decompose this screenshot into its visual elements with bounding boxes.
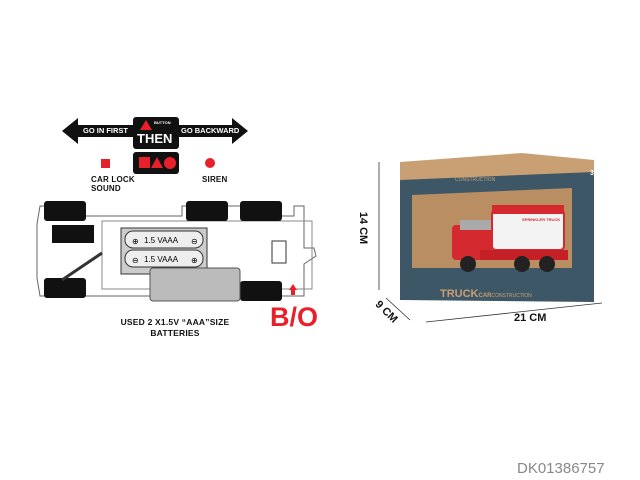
brand-car-text: CAR [478, 293, 492, 299]
square-button-icon [139, 157, 150, 168]
age-label: 3+ [590, 170, 598, 177]
battery-cell-2: 1.5 VAAA [144, 255, 179, 264]
triangle-button-icon [140, 120, 152, 130]
go-backward-label: GO BACKWARD [181, 126, 240, 135]
screwdriver-icon [61, 251, 103, 282]
brand-truck-text: TRUCK [438, 162, 484, 177]
brand-title-top: TRUCKCAR [438, 162, 499, 177]
height-dimension-label: 14 CM [357, 211, 370, 245]
battery-usage-line2: BATTERIES [150, 328, 200, 338]
go-forward-label: GO IN FIRST [83, 126, 128, 135]
brand-sub-top: CONSTRUCTION [455, 177, 496, 183]
button-label: BUTTON [154, 120, 171, 125]
svg-text:⊕: ⊕ [132, 237, 139, 246]
svg-text:⊕: ⊕ [191, 256, 198, 265]
battery-usage-line1: USED 2 X1.5V “AAA”SIZE [120, 317, 230, 327]
then-label: THEN [137, 131, 173, 146]
package-box-image [400, 153, 594, 302]
brand-truck-text: TRUCK [440, 288, 479, 300]
brand-car-text: CAR [483, 169, 499, 176]
battery-cover [149, 267, 241, 302]
brand-sub-text: CONSTRUCTION [491, 293, 532, 299]
svg-text:⊖: ⊖ [132, 256, 139, 265]
item-code: DK01386757 [517, 460, 605, 477]
bo-label: B/O [270, 302, 319, 332]
siren-label: SIREN [202, 175, 228, 184]
dimension-lines [378, 162, 603, 323]
car-lock-sound-label: CAR LOCK SOUND [91, 175, 135, 193]
width-dimension-label: 21 CM [514, 312, 547, 324]
triangle-button-icon [151, 157, 163, 168]
brand-title-bottom: TRUCKCARCONSTRUCTION [440, 288, 532, 300]
svg-text:⊖: ⊖ [191, 237, 198, 246]
truck-side-text: SPRINKLER TRUCK [522, 217, 561, 222]
circle-icon [205, 158, 215, 168]
circle-button-icon [164, 157, 176, 169]
direction-arrow-graphic [62, 117, 248, 174]
battery-cell-1: 1.5 VAAA [144, 236, 179, 245]
square-icon [101, 159, 110, 168]
chassis-underside-diagram: ⊕ ⊖ ⊖ ⊕ [36, 201, 317, 302]
